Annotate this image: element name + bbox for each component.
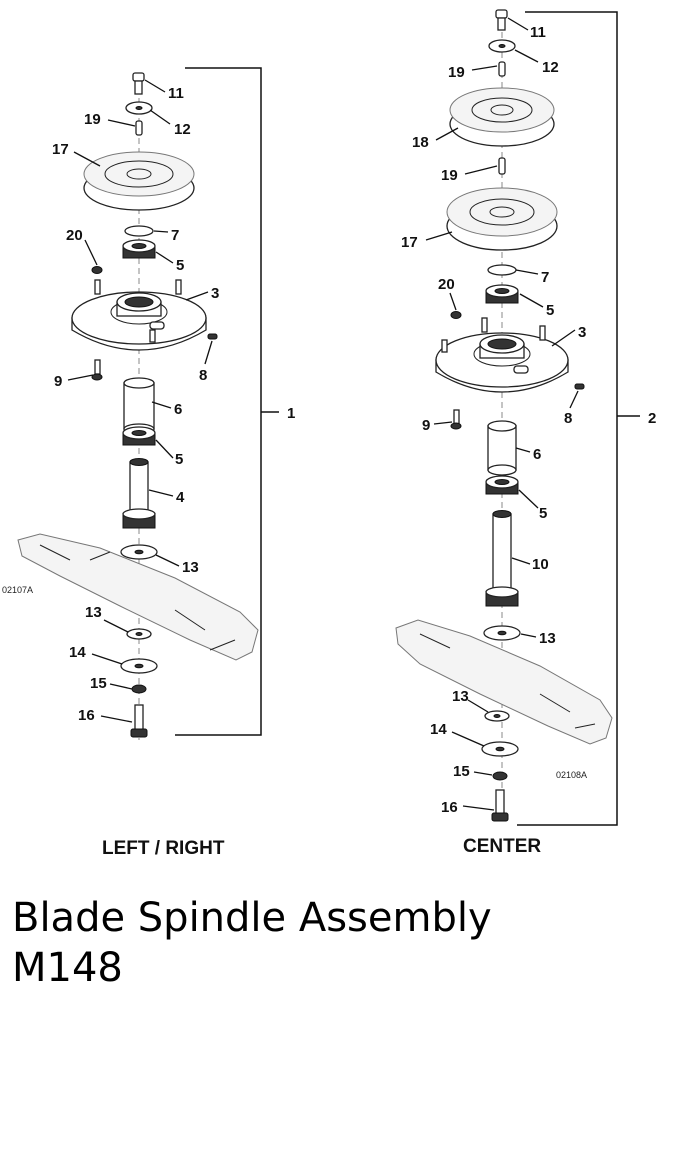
left-part-19-key xyxy=(135,120,143,136)
center-leader-lines xyxy=(425,17,579,811)
center-part-16-bolt xyxy=(491,789,509,822)
center-callout-9: 9 xyxy=(422,417,430,434)
left-part-13-washer-top xyxy=(120,544,158,560)
left-part-5-bearing-top xyxy=(122,239,156,259)
center-label: CENTER xyxy=(463,836,541,857)
center-callout-5-top: 5 xyxy=(546,302,554,319)
caption-model: M148 xyxy=(12,945,123,991)
left-callout-19: 19 xyxy=(84,111,101,128)
left-part-15-lockwasher xyxy=(131,684,147,694)
left-callout-16: 16 xyxy=(78,707,95,724)
center-callout-19-top: 19 xyxy=(448,64,465,81)
center-callout-13-bottom: 13 xyxy=(452,688,469,705)
left-callout-14: 14 xyxy=(69,644,86,661)
center-figure-code: 02108A xyxy=(556,770,587,780)
center-callout-13-top: 13 xyxy=(539,630,556,647)
left-callout-3: 3 xyxy=(211,285,219,302)
diagram-caption: Blade Spindle Assembly M148 xyxy=(12,893,672,993)
center-part-19-key-bottom xyxy=(498,157,506,175)
left-callout-12: 12 xyxy=(174,121,191,138)
center-callout-10: 10 xyxy=(532,556,549,573)
center-part-12-washer xyxy=(488,39,516,53)
center-part-14-washer xyxy=(481,741,519,757)
left-blade xyxy=(17,533,259,661)
left-part-14-washer xyxy=(120,658,158,674)
left-part-9-bolt xyxy=(91,359,103,381)
center-callout-18: 18 xyxy=(412,134,429,151)
left-callout-9: 9 xyxy=(54,373,62,390)
left-callout-13-bottom: 13 xyxy=(85,604,102,621)
left-part-5-bearing-bottom xyxy=(122,426,156,446)
center-part-13-washer-bottom xyxy=(484,710,510,722)
left-part-17-pulley xyxy=(83,151,195,211)
center-callout-19-bottom: 19 xyxy=(441,167,458,184)
left-callout-15: 15 xyxy=(90,675,107,692)
left-assembly-bracket xyxy=(175,67,262,736)
center-part-18-pulley xyxy=(449,87,555,147)
left-callout-20: 20 xyxy=(66,227,83,244)
left-part-4-shaft xyxy=(122,458,156,529)
left-part-12-washer xyxy=(125,101,153,115)
center-callout-17: 17 xyxy=(401,234,418,251)
center-blade xyxy=(395,619,613,745)
center-part-20-nut xyxy=(450,311,462,319)
center-part-17-pulley xyxy=(446,187,558,251)
left-callout-6: 6 xyxy=(174,401,182,418)
left-right-label: LEFT / RIGHT xyxy=(102,838,225,859)
center-part-6-sleeve xyxy=(487,420,517,476)
center-callout-6: 6 xyxy=(533,446,541,463)
left-part-3-housing xyxy=(71,279,207,351)
center-callout-7: 7 xyxy=(541,269,549,286)
left-part-11-bolt xyxy=(132,72,145,95)
center-callout-11: 11 xyxy=(530,24,546,41)
center-assembly-callout-2: 2 xyxy=(648,410,656,427)
left-callout-5-bottom: 5 xyxy=(175,451,183,468)
left-part-20-nut xyxy=(91,266,103,274)
center-part-5-bearing-top xyxy=(485,284,519,304)
left-assembly-callout-1: 1 xyxy=(287,405,295,422)
left-callout-7: 7 xyxy=(171,227,179,244)
left-part-6-sleeve xyxy=(123,377,155,435)
center-callout-8: 8 xyxy=(564,410,572,427)
left-leader-lines xyxy=(67,79,213,723)
center-part-7-ring xyxy=(487,264,517,276)
left-callout-17: 17 xyxy=(52,141,69,158)
left-part-7-ring xyxy=(124,225,154,237)
left-part-13-washer-bottom xyxy=(126,628,152,640)
left-figure-code: 02107A xyxy=(2,585,33,595)
center-callout-5-bottom: 5 xyxy=(539,505,547,522)
center-part-11-bolt xyxy=(495,9,508,31)
center-part-19-key-top xyxy=(498,61,506,77)
left-right-assembly: 11 19 12 17 20 7 5 3 8 9 6 5 4 13 13 14 … xyxy=(2,67,295,859)
left-callout-8: 8 xyxy=(199,367,207,384)
left-part-8-fitting xyxy=(207,333,218,340)
left-callout-4: 4 xyxy=(176,489,185,506)
left-callout-13-top: 13 xyxy=(182,559,199,576)
center-callout-20: 20 xyxy=(438,276,455,293)
center-assembly-bracket xyxy=(517,11,618,826)
center-part-5-bearing-bottom xyxy=(485,475,519,495)
center-callout-16: 16 xyxy=(441,799,458,816)
center-part-13-washer-top xyxy=(483,625,521,641)
center-callout-15: 15 xyxy=(453,763,470,780)
left-callout-11: 11 xyxy=(168,85,184,102)
center-part-9-bolt xyxy=(450,409,462,430)
center-callout-12: 12 xyxy=(542,59,559,76)
exploded-parts-diagram: 11 19 12 17 20 7 5 3 8 9 6 5 4 13 13 14 … xyxy=(2,9,656,859)
left-callout-5-top: 5 xyxy=(176,257,184,274)
center-callout-3: 3 xyxy=(578,324,586,341)
center-part-3-housing xyxy=(435,317,569,393)
center-part-15-lockwasher xyxy=(492,771,508,781)
center-part-8-fitting xyxy=(574,383,585,390)
center-assembly: 11 12 19 18 19 17 7 20 5 3 8 9 6 5 10 13… xyxy=(395,9,656,857)
center-callout-14: 14 xyxy=(430,721,447,738)
caption-title: Blade Spindle Assembly xyxy=(12,895,492,941)
left-part-16-bolt xyxy=(130,704,148,738)
center-part-10-shaft xyxy=(485,510,519,607)
